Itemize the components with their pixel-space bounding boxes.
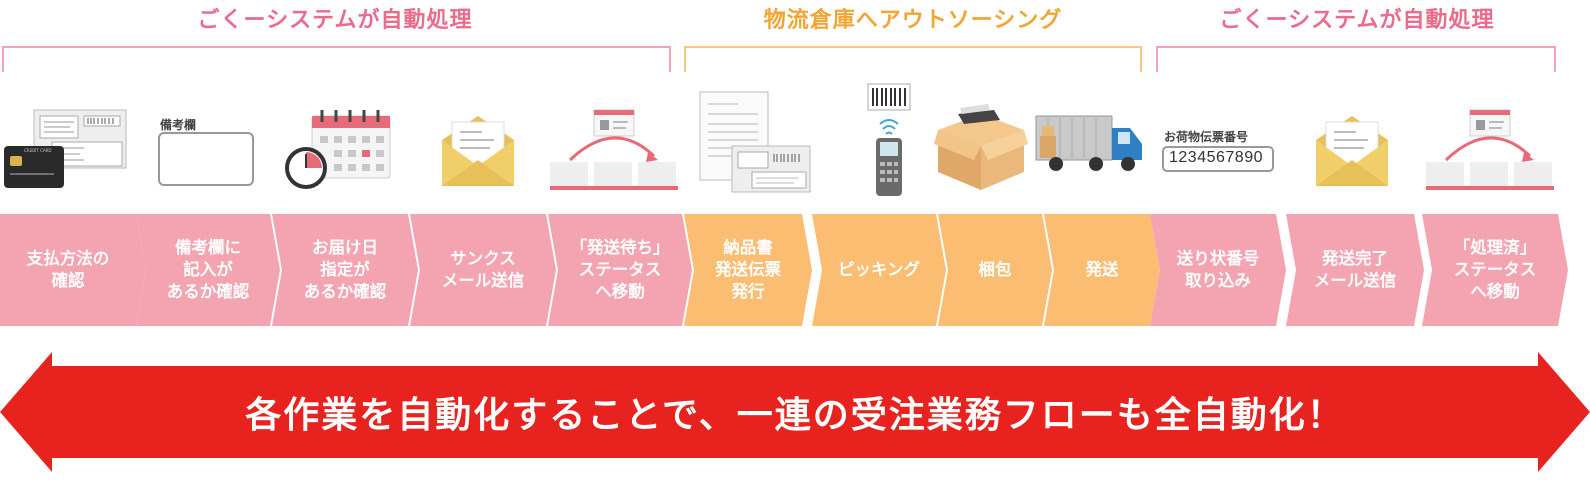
section-bracket-auto-2 [1156, 46, 1556, 72]
payment-documents-icon: CREDIT CARD [4, 108, 128, 192]
step-label: サンクス メール送信 [441, 249, 525, 290]
process-step: 支払方法の 確認 [0, 214, 146, 326]
step-chevron-shape [136, 214, 280, 326]
delivery-documents-icon [698, 90, 812, 194]
process-step: お届け日 指定が あるか確認 [272, 214, 418, 326]
process-steps: 支払方法の 確認 備考欄に 記入が あるか確認お届け日 指定が あるか確認 サンクス… [0, 214, 1590, 326]
process-step: 納品書 発送伝票 発行 [684, 214, 812, 326]
step-chevron-shape [1044, 214, 1160, 326]
tracking-number: 1234567890 [1169, 149, 1263, 166]
step-label: 梱包 [978, 260, 1012, 279]
step-chevron-shape [1150, 214, 1286, 326]
credit-card-caption: CREDIT CARD [24, 148, 51, 153]
step-chevron-shape [548, 214, 692, 326]
status-move-icon [548, 108, 680, 192]
process-step: 「発送待ち」 ステータス へ移動 [548, 214, 692, 326]
step-chevron-shape [1422, 214, 1568, 326]
process-step: 発送完了 メール送信 [1286, 214, 1424, 326]
section-bracket-auto-1 [2, 46, 671, 72]
remarks-box-icon [158, 132, 254, 186]
section-bracket-outsourcing [684, 46, 1142, 72]
process-step: 発送 [1044, 214, 1160, 326]
step-chevron-shape [1286, 214, 1424, 326]
step-label: 発送完了 メール送信 [1313, 249, 1397, 290]
step-label: 送り状番号 取り込み [1176, 249, 1260, 290]
step-label: 支払方法の 確認 [26, 249, 110, 290]
status-move-icon-2 [1424, 108, 1556, 192]
process-step: 「処理済」 ステータス へ移動 [1422, 214, 1568, 326]
process-step: 梱包 [938, 214, 1052, 326]
banner-text: 各作業を自動化することで、一連の受注業務フローも全自動化！ [245, 395, 1345, 436]
step-label: ピッキング [837, 260, 920, 279]
step-label: 「処理済」 ステータス へ移動 [1453, 238, 1537, 301]
remarks-label: 備考欄 [160, 118, 197, 132]
step-chevron-shape [938, 214, 1052, 326]
step-label: 「発送待ち」 ステータス へ移動 [570, 238, 670, 301]
envelope-icon-2 [1314, 112, 1390, 188]
step-chevron-shape [0, 214, 146, 326]
step-label: 備考欄に 記入が あるか確認 [166, 238, 250, 301]
step-label: 納品書 発送伝票 発行 [715, 238, 781, 301]
tracking-label: お荷物伝票番号 [1164, 130, 1249, 144]
barcode-scanner-icon [864, 82, 914, 198]
step-chevron-shape [410, 214, 556, 326]
calendar-clock-icon [284, 108, 394, 192]
envelope-icon [440, 112, 516, 188]
step-chevron-shape [272, 214, 418, 326]
tracking-number-box [1162, 146, 1274, 172]
packing-box-icon [934, 100, 1028, 192]
section-title-outsourcing: 物流倉庫へアウトソーシング [763, 8, 1063, 33]
banner-double-arrow [0, 352, 1590, 472]
process-step: サンクス メール送信 [410, 214, 556, 326]
step-chevron-shape [684, 214, 812, 326]
process-step: 備考欄に 記入が あるか確認 [136, 214, 280, 326]
process-step: ピッキング [812, 214, 946, 326]
step-label: お届け日 指定が あるか確認 [303, 238, 387, 301]
step-label: 発送 [1085, 260, 1119, 279]
delivery-truck-icon [1034, 112, 1144, 174]
section-title-auto-1: ごくーシステムが自動処理 [197, 8, 473, 33]
process-step: 送り状番号 取り込み [1150, 214, 1286, 326]
section-title-auto-2: ごくーシステムが自動処理 [1219, 8, 1495, 33]
step-chevron-shape [812, 214, 946, 326]
